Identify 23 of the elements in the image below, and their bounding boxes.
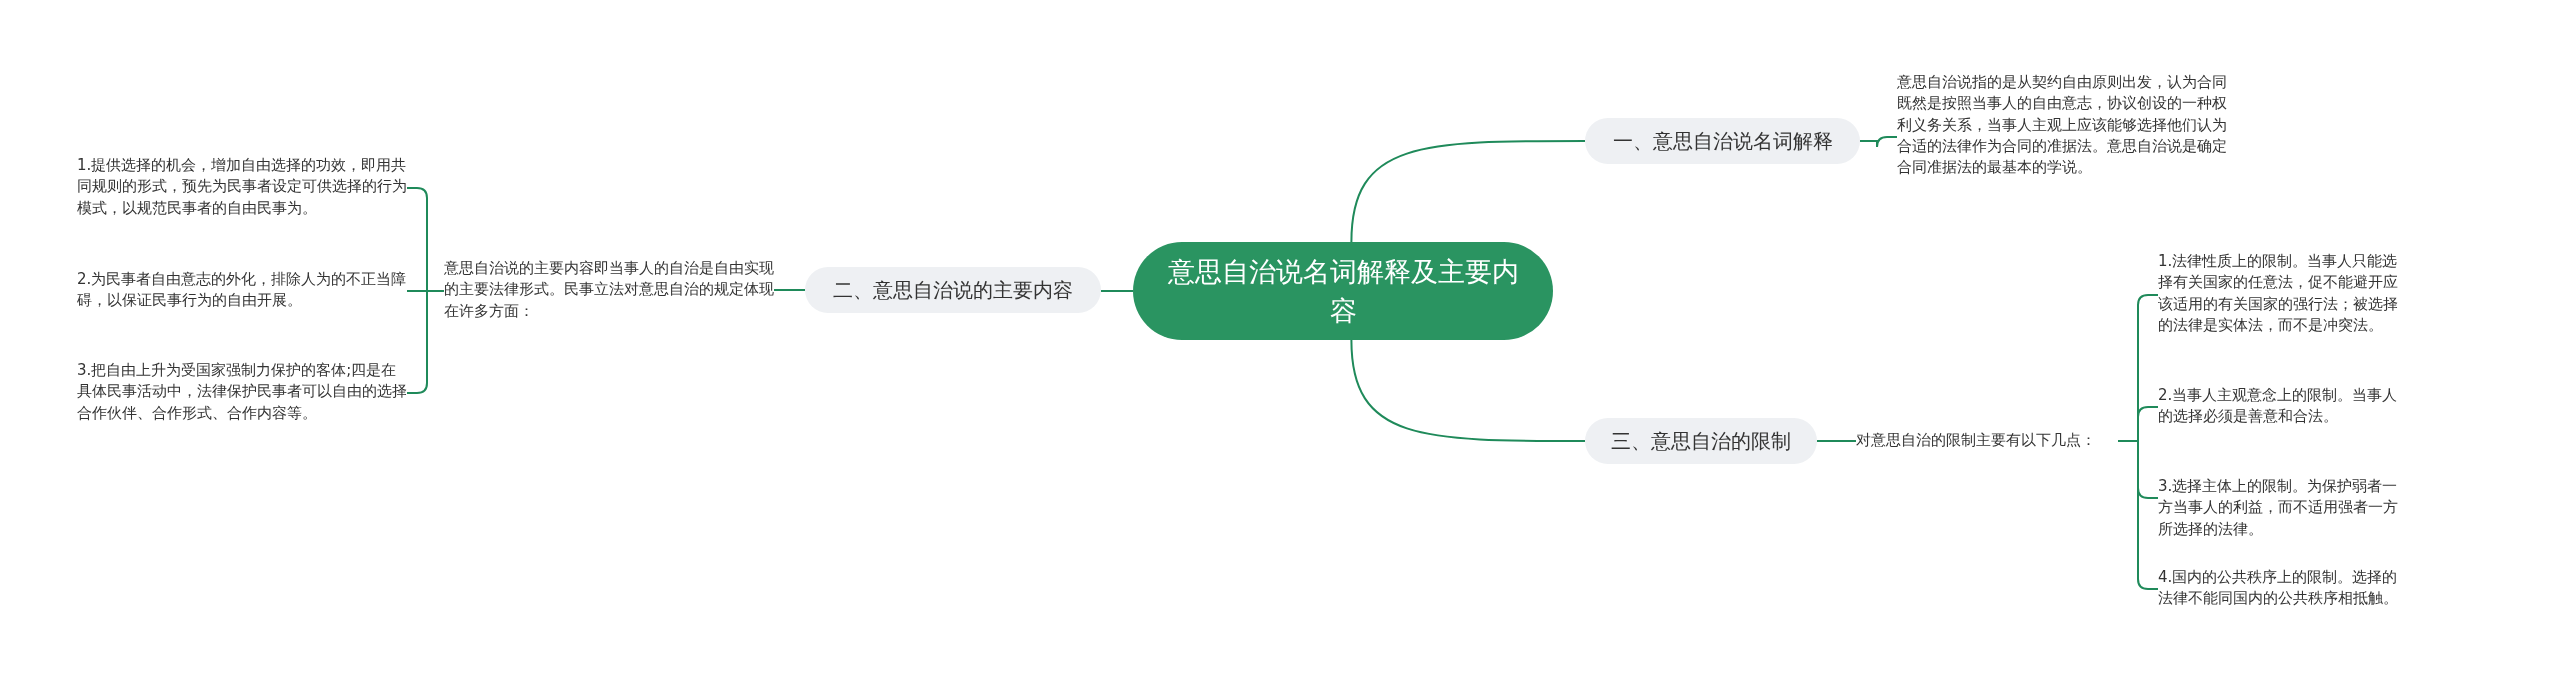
topic-pill	[1585, 418, 1817, 464]
topic-pill	[805, 267, 1101, 313]
connector-line	[1816, 440, 1857, 442]
connector-line	[1859, 136, 1898, 148]
note-text: 2.为民事者自由意志的外化，排除人为的不正当障碍，以保证民事行为的自由开展。	[77, 269, 407, 313]
connector-line	[1350, 339, 1586, 442]
note-text: 2.当事人主观意念上的限制。当事人的选择必须是善意和合法。	[2158, 385, 2398, 429]
connector-line	[1100, 290, 1134, 292]
note-text: 对意思自治的限制主要有以下几点：	[1856, 430, 2118, 452]
note-text: 意思自治说的主要内容即当事人的自治是自由实现的主要法律形式。民事立法对意思自治的规定体现在许多方面：	[444, 258, 774, 324]
note-text: 1.法律性质上的限制。当事人只能选择有关国家的任意法，促不能避开应该适用的有关国家的强行法；被选择的法律是实体法，而不是冲突法。	[2158, 251, 2398, 339]
topic-label: 意思自治说名词解释及主要内容	[1166, 254, 1520, 328]
topic-label: 二、意思自治说的主要内容	[833, 276, 1073, 304]
note-text: 3.选择主体上的限制。为保护弱者一方当事人的利益，而不适用强者一方所选择的法律。	[2158, 476, 2398, 540]
topic-label: 三、意思自治的限制	[1611, 427, 1791, 455]
note-text: 1.提供选择的机会，增加自由选择的功效，即用共同规则的形式，预先为民事者设定可供选择的行为模式，以规范民事者的自由民事为。	[77, 155, 407, 221]
note-text: 意思自治说指的是从契约自由原则出发，认为合同既然是按照当事人的自由意志，协议创设的一种权利义务关系，当事人主观上应该能够选择他们认为合适的法律作为合同的准据法。意思自治说是确定合同准据法的最基本的学说。	[1897, 72, 2232, 202]
note-text: 4.国内的公共秩序上的限制。选择的法律不能同国内的公共秩序相抵触。	[2158, 567, 2398, 611]
topic-pill	[1585, 118, 1860, 164]
connector-line	[1350, 140, 1586, 243]
connector-line	[773, 289, 806, 291]
topic-label: 一、意思自治说名词解释	[1612, 127, 1833, 155]
note-text: 3.把自由上升为受国家强制力保护的客体;四是在具体民事活动中，法律保护民事者可以自由的选择合作伙伴、合作形式、合作内容等。	[77, 360, 407, 426]
